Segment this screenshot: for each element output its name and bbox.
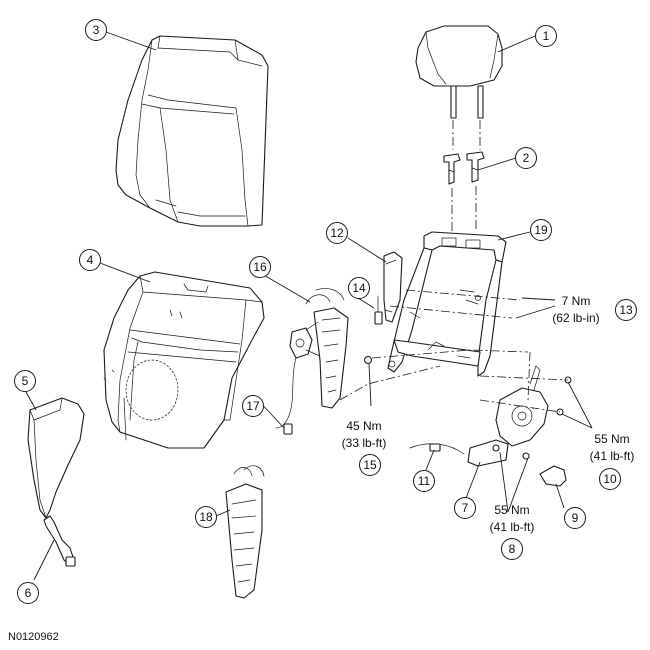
seatback-cover-upper	[115, 35, 269, 227]
callout-circle	[195, 506, 217, 528]
callout-number: 13	[619, 303, 633, 317]
torque-spec-10: 55 Nm (41 lb-ft)	[590, 432, 635, 463]
callout-number: 8	[509, 542, 516, 556]
callout-number: 16	[253, 260, 267, 274]
torque-spec-13-metric: 7 Nm	[562, 294, 591, 308]
callout-number: 12	[330, 226, 344, 240]
callout-circle	[501, 538, 523, 560]
callout-12: 12	[326, 222, 348, 244]
callout-circle	[249, 256, 271, 278]
callout-circle	[326, 222, 348, 244]
callout-number: 1	[543, 29, 550, 43]
torque-spec-10-imperial: (41 lb-ft)	[590, 449, 635, 463]
side-airbag-module	[383, 251, 403, 323]
callout-1: 1	[535, 25, 557, 47]
callout-6: 6	[17, 582, 39, 604]
callout-number: 15	[363, 458, 377, 472]
callout-circle	[599, 468, 621, 490]
torque-spec-8-imperial: (41 lb-ft)	[490, 520, 535, 534]
callout-circle	[564, 507, 586, 529]
callout-number: 9	[572, 511, 579, 525]
callout-number: 11	[418, 474, 431, 488]
callout-circle	[454, 497, 476, 519]
callout-number: 17	[246, 399, 260, 413]
callout-18: 18	[195, 506, 217, 528]
callout-circle	[535, 25, 557, 47]
callout-circle	[79, 249, 101, 271]
callout-circle	[17, 582, 39, 604]
callout-number: 2	[523, 151, 530, 165]
torque-spec-10-metric: 55 Nm	[594, 432, 629, 446]
callout-4: 4	[79, 249, 101, 271]
wiring-harness	[275, 357, 297, 435]
callout-3: 3	[85, 19, 107, 41]
callout-5: 5	[14, 370, 36, 392]
torque-spec-8: 55 Nm (41 lb-ft)	[490, 503, 535, 534]
callout-circle	[242, 395, 264, 417]
torque-spec-8-metric: 55 Nm	[494, 503, 529, 517]
callout-number: 6	[25, 586, 32, 600]
callout-number: 14	[352, 281, 366, 295]
callout-circle	[515, 147, 537, 169]
callout-circle	[413, 470, 435, 492]
headrest-guides	[443, 151, 485, 232]
headrest	[415, 25, 503, 150]
callout-number: 5	[22, 374, 29, 388]
callout-13: 13	[615, 299, 637, 321]
callout-number: 3	[93, 23, 100, 37]
lumbar-motor-assembly	[289, 288, 349, 409]
callout-8: 8	[501, 538, 523, 560]
callout-circle	[348, 277, 370, 299]
back-panel	[27, 397, 85, 519]
recliner-handle	[539, 465, 567, 487]
callout-11: 11	[413, 470, 435, 492]
sensor	[374, 295, 383, 325]
callout-14: 14	[348, 277, 370, 299]
assembly-centerlines	[339, 289, 569, 413]
lumbar-support	[225, 465, 265, 599]
callout-17: 17	[242, 395, 264, 417]
callout-9: 9	[564, 507, 586, 529]
callout-2: 2	[515, 147, 537, 169]
leader-lines	[25, 31, 593, 581]
figure-code: N0120962	[8, 631, 59, 643]
torque-spec-13-imperial: (62 lb-in)	[552, 311, 599, 325]
callout-number: 19	[534, 223, 548, 237]
seatback-frame	[387, 231, 507, 377]
retaining-rod	[43, 515, 76, 567]
torque-spec-15-imperial: (33 lb-ft)	[342, 436, 387, 450]
callout-15: 15	[359, 454, 381, 476]
callout-16: 16	[249, 256, 271, 278]
callout-19: 19	[530, 219, 552, 241]
callout-circle	[359, 454, 381, 476]
callout-circle	[14, 370, 36, 392]
callout-number: 4	[87, 253, 94, 267]
torque-spec-13: 7 Nm (62 lb-in)	[552, 294, 599, 325]
seatback-cover-lower	[103, 271, 265, 449]
callout-number: 10	[603, 472, 617, 486]
torque-spec-15-metric: 45 Nm	[346, 419, 381, 433]
callout-number: 18	[199, 510, 213, 524]
recliner-mechanism	[467, 365, 549, 467]
callout-circle	[85, 19, 107, 41]
callout-number: 7	[462, 501, 469, 515]
callout-10: 10	[599, 468, 621, 490]
callout-circle	[530, 219, 552, 241]
callout-7: 7	[454, 497, 476, 519]
torque-spec-15: 45 Nm (33 lb-ft)	[342, 419, 387, 450]
release-cable	[409, 443, 465, 455]
callout-circle	[615, 299, 637, 321]
